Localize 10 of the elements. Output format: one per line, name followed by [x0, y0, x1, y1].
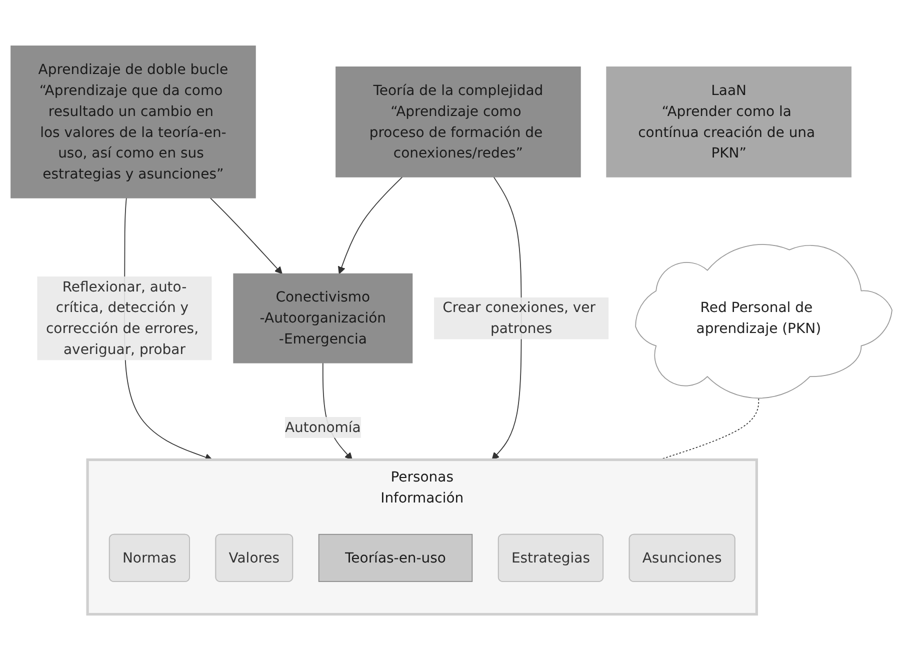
- arrow: [210, 197, 282, 274]
- node-box: Teorías-en-uso: [318, 534, 473, 582]
- node-box: Teoría de la complejidad “Aprendizaje como proceso de formación de conexiones/redes”: [336, 66, 581, 178]
- node-box: Conectivismo -Autoorganización -Emergencia: [233, 273, 413, 364]
- edge-label: Autonomía: [284, 418, 361, 436]
- node-box: LaaN “Aprender como la contínua creación de una PKN”: [606, 66, 852, 178]
- edge-label: Reflexionar, auto-crítica, detección y corrección de errores, averiguar, probar: [46, 278, 199, 358]
- node-box: Aprendizaje de doble bucle “Aprendizaje que da como resultado un cambio en los valores de la teoría-en-uso, así como en sus estrategias y asunciones”: [10, 45, 256, 198]
- arrow: [338, 176, 403, 274]
- edge-label: Crear conexiones, ver patrones: [442, 299, 596, 337]
